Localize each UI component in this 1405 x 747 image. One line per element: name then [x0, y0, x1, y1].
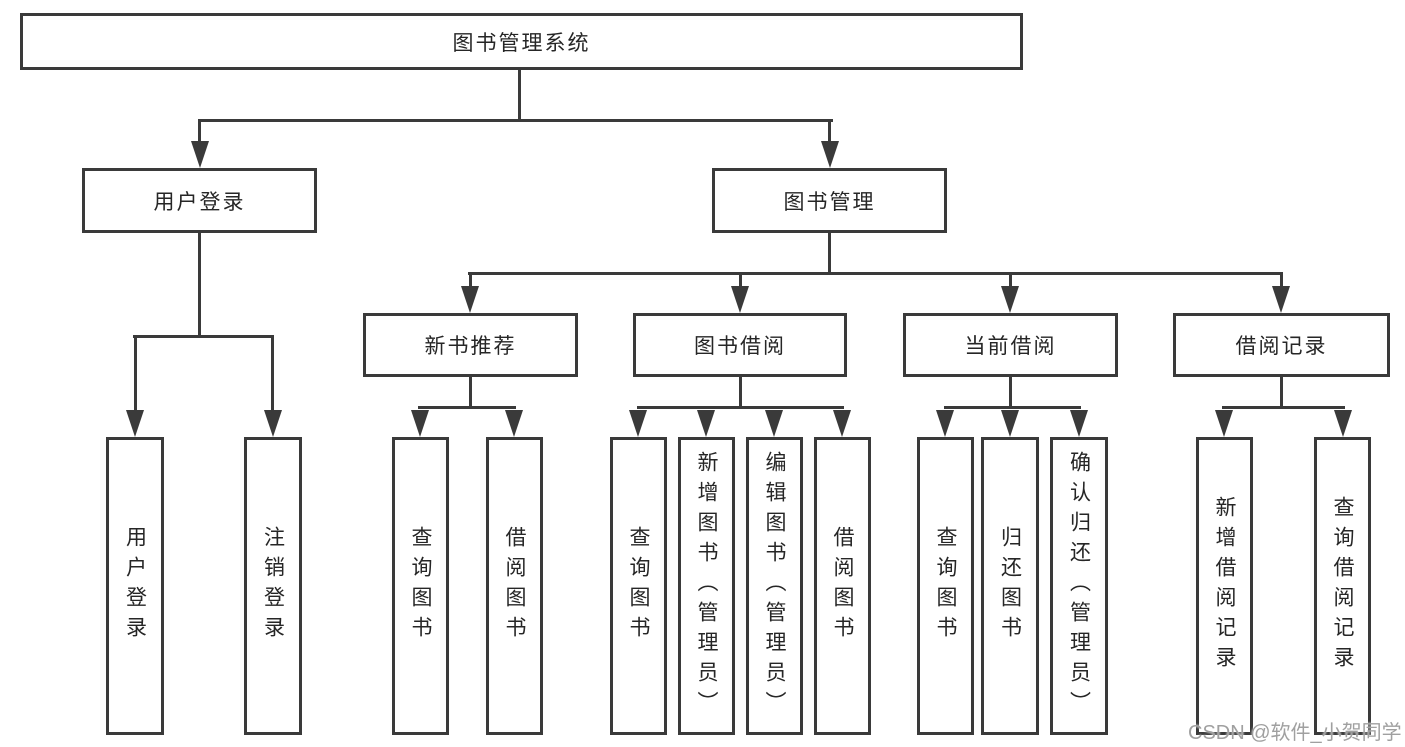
node-current-borrowing: 当前借阅 — [903, 313, 1118, 377]
node-label: 编辑图书（管理员） — [763, 451, 786, 721]
connector-arrow — [731, 286, 749, 313]
node-logout-leaf: 注销登录 — [244, 437, 302, 735]
node-query-books-current: 查询图书 — [917, 437, 974, 735]
node-borrow-books-borrowing: 借阅图书 — [814, 437, 871, 735]
node-query-books-recommend: 查询图书 — [392, 437, 449, 735]
connector-line — [828, 122, 831, 141]
node-label: 用户登录 — [123, 526, 147, 646]
node-label: 查询图书 — [409, 526, 432, 646]
connector-line — [198, 122, 201, 141]
node-label: 查询图书 — [934, 526, 957, 646]
connector-arrow — [264, 410, 282, 437]
node-query-books-borrowing: 查询图书 — [610, 437, 667, 735]
node-label: 借阅图书 — [503, 526, 526, 646]
node-new-book-recommend: 新书推荐 — [363, 313, 578, 377]
connector-line — [739, 377, 742, 406]
node-book-management: 图书管理 — [712, 168, 947, 233]
node-label: 新增图书（管理员） — [695, 451, 718, 721]
csdn-watermark: CSDN @软件_小贺同学 — [1188, 722, 1402, 744]
connector-line — [944, 406, 1081, 409]
connector-line — [469, 377, 472, 406]
connector-line — [739, 275, 742, 286]
connector-arrow — [191, 141, 209, 168]
connector-arrow — [936, 410, 954, 437]
connector-line — [1009, 275, 1012, 286]
node-user-login-leaf: 用户登录 — [106, 437, 164, 735]
connector-line — [134, 338, 137, 410]
connector-line — [271, 338, 274, 410]
connector-arrow — [1001, 286, 1019, 313]
node-book-borrowing: 图书借阅 — [633, 313, 847, 377]
connector-arrow — [126, 410, 144, 437]
connector-line — [133, 335, 274, 338]
connector-line — [469, 275, 472, 286]
node-borrowing-records: 借阅记录 — [1173, 313, 1390, 377]
connector-line — [198, 119, 833, 122]
connector-arrow — [697, 410, 715, 437]
connector-arrow — [461, 286, 479, 313]
connector-arrow — [505, 410, 523, 437]
node-label: 注销登录 — [261, 526, 285, 646]
node-confirm-return-admin: 确认归还（管理员） — [1050, 437, 1108, 735]
node-root: 图书管理系统 — [20, 13, 1023, 70]
connector-line — [518, 70, 521, 122]
node-label: 新增借阅记录 — [1213, 496, 1236, 676]
node-label: 查询图书 — [627, 526, 650, 646]
node-add-book-admin: 新增图书（管理员） — [678, 437, 735, 735]
connector-arrow — [1070, 410, 1088, 437]
connector-arrow — [1001, 410, 1019, 437]
connector-line — [1280, 377, 1283, 406]
connector-line — [418, 406, 516, 409]
connector-line — [637, 406, 844, 409]
connector-arrow — [1272, 286, 1290, 313]
connector-line — [828, 233, 831, 275]
connector-arrow — [1215, 410, 1233, 437]
node-borrow-books-recommend: 借阅图书 — [486, 437, 543, 735]
connector-arrow — [765, 410, 783, 437]
connector-line — [1222, 406, 1345, 409]
connector-line — [198, 233, 201, 338]
connector-arrow — [411, 410, 429, 437]
connector-arrow — [629, 410, 647, 437]
node-query-borrow-record: 查询借阅记录 — [1314, 437, 1371, 735]
node-label: 借阅图书 — [831, 526, 854, 646]
connector-arrow — [1334, 410, 1352, 437]
node-add-borrow-record: 新增借阅记录 — [1196, 437, 1253, 735]
node-label: 查询借阅记录 — [1331, 496, 1354, 676]
node-label: 归还图书 — [998, 526, 1022, 646]
connector-arrow — [833, 410, 851, 437]
node-user-login: 用户登录 — [82, 168, 317, 233]
connector-line — [1280, 275, 1283, 286]
connector-line — [468, 272, 1283, 275]
node-return-book: 归还图书 — [981, 437, 1039, 735]
connector-line — [1009, 377, 1012, 406]
connector-arrow — [821, 141, 839, 168]
node-label: 确认归还（管理员） — [1067, 451, 1091, 721]
node-edit-book-admin: 编辑图书（管理员） — [746, 437, 803, 735]
